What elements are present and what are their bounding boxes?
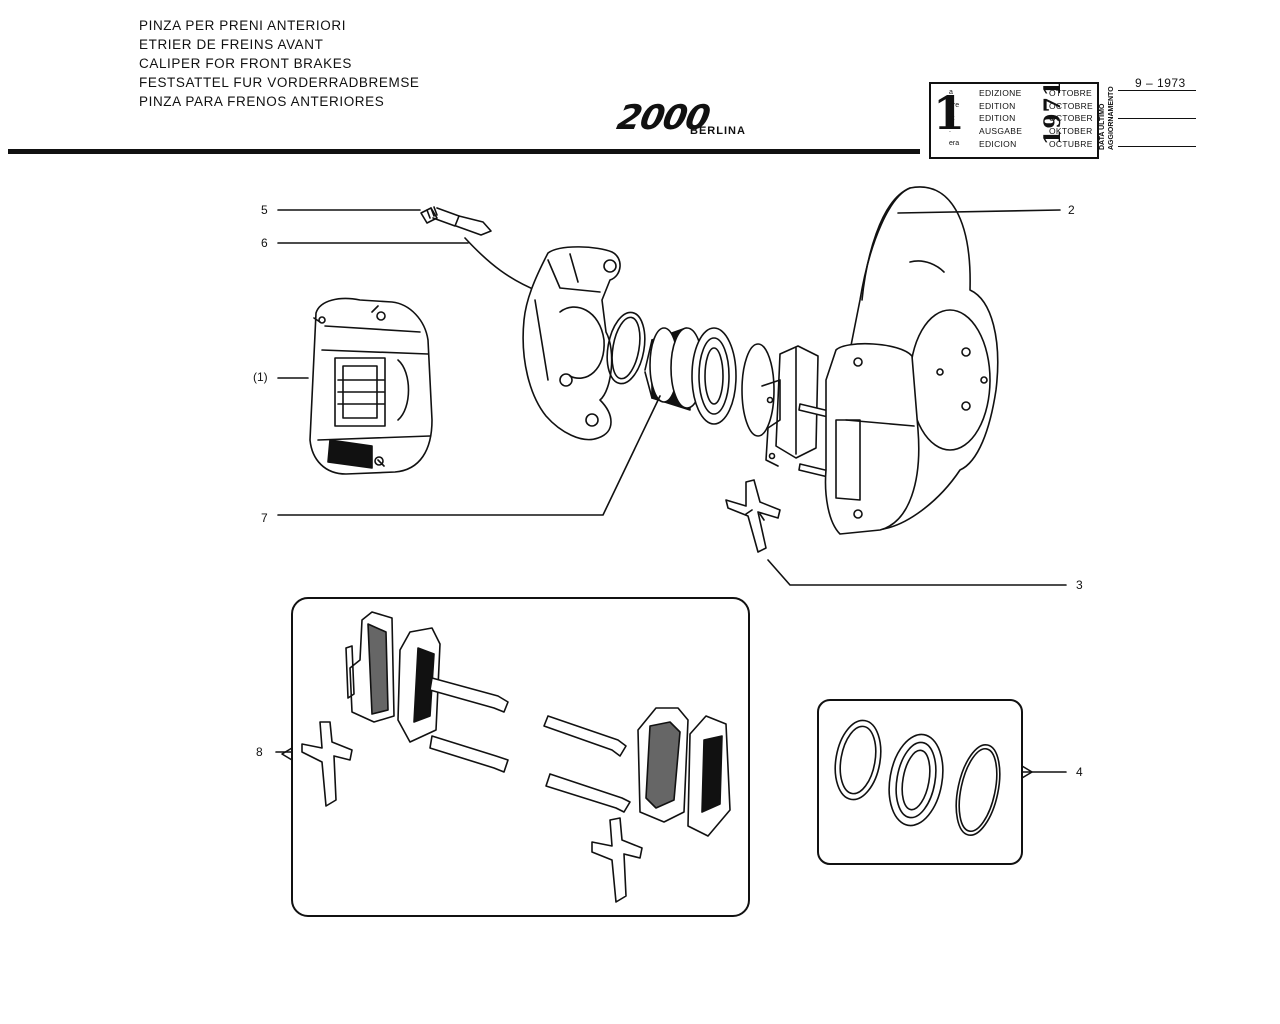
update-line: [1118, 90, 1196, 91]
callout-3: 3: [1076, 578, 1083, 592]
title-block: PINZA PER PRENI ANTERIORI ETRIER DE FREI…: [139, 16, 420, 111]
pad-pin-drawing: [543, 715, 627, 757]
mounted-caliper-drawing: [824, 342, 920, 535]
callout-5: 5: [261, 203, 268, 217]
edition-month: OKTOBER: [1049, 126, 1093, 136]
edition-suffix: ère: [949, 102, 960, 109]
seal-kit-rings-drawing: [834, 719, 1001, 836]
seal-ring-drawing: [606, 311, 646, 385]
pad-pin-drawing: [429, 677, 509, 713]
pad-pin-drawing: [429, 735, 509, 773]
edition-word: EDITION: [979, 101, 1016, 111]
title-german: FESTSATTEL FUR VORDERRADBREMSE: [139, 75, 420, 90]
dust-boot-drawing: [691, 327, 737, 425]
callout-1: (1): [253, 370, 268, 384]
callout-8: 8: [256, 745, 263, 759]
edition-month: OTTOBRE: [1049, 88, 1093, 98]
seal-kit-box: [817, 699, 1023, 865]
edition-suffix: era: [949, 140, 960, 147]
title-spanish: PINZA PARA FRENOS ANTERIORES: [139, 94, 385, 109]
header-rule: [8, 149, 920, 154]
edition-word: EDIZIONE: [979, 88, 1022, 98]
leader-line-3: [767, 559, 1067, 586]
pad-pair-drawing: [637, 707, 731, 837]
edition-month: OCTOBER: [1049, 113, 1093, 123]
edition-word: EDITION: [979, 113, 1016, 123]
leader-line-7: [277, 395, 661, 516]
spring-clip-drawing: [591, 817, 643, 903]
title-french: ETRIER DE FREINS AVANT: [139, 37, 324, 52]
leader-line-2: [897, 209, 1061, 214]
callout-4: 4: [1076, 765, 1083, 779]
edition-suffix: a: [949, 89, 953, 96]
last-update-date: 9 – 1973: [1135, 76, 1186, 90]
callout-7: 7: [261, 511, 268, 525]
update-line: [1118, 118, 1196, 119]
edition-month: OCTUBRE: [1049, 139, 1093, 149]
retaining-ring-drawing: [741, 343, 775, 437]
callout-2: 2: [1068, 203, 1075, 217]
pad-kit-box: [291, 597, 750, 917]
caliper-half-drawing: [522, 246, 621, 441]
pad-pair-drawing: [345, 611, 441, 743]
spring-clip-drawing: [301, 721, 353, 807]
edition-suffix: .: [949, 127, 951, 134]
title-english: CALIPER FOR FRONT BRAKES: [139, 56, 352, 71]
bleed-screw-drawing: [420, 206, 543, 295]
pad-pin-drawing: [545, 773, 631, 813]
edition-box: [929, 82, 1099, 159]
callout-6: 6: [261, 236, 268, 250]
title-italian: PINZA PER PRENI ANTERIORI: [139, 18, 347, 33]
edition-word: EDICION: [979, 139, 1017, 149]
model-name: BERLINA: [690, 125, 746, 137]
spring-clip-drawing: [725, 479, 781, 553]
brake-pad-drawing: [761, 345, 819, 467]
edition-number: 1: [933, 86, 966, 140]
edition-word: AUSGABE: [979, 126, 1023, 136]
update-line: [1118, 146, 1196, 147]
complete-caliper-drawing: [309, 297, 433, 475]
edition-month: OCTOBRE: [1049, 101, 1093, 111]
seal-ring-inner-drawing: [611, 316, 641, 380]
edition-suffix: st: [949, 115, 955, 122]
